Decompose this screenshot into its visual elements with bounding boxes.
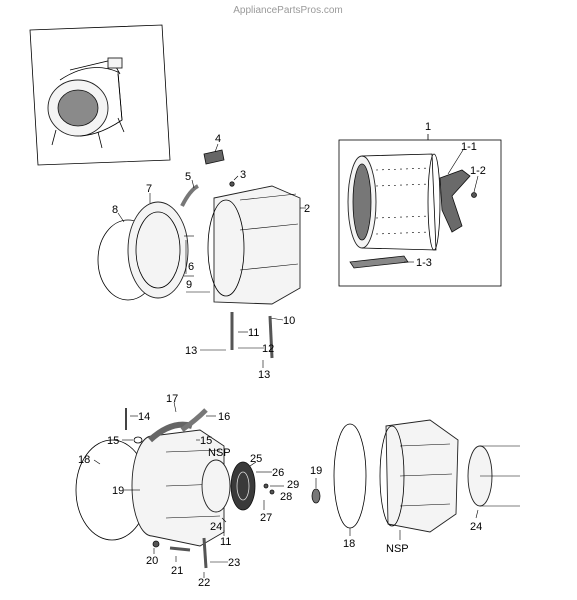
- callout-18-a: 18: [78, 454, 90, 466]
- drum-inset-frame: [338, 139, 502, 287]
- callout-14: 14: [138, 411, 150, 423]
- callout-29: 29: [287, 479, 299, 491]
- service-tub-assembly: 19 18 NSP 24: [310, 419, 520, 555]
- callout-1-1: 1-1: [461, 141, 477, 153]
- callout-5: 5: [185, 171, 191, 183]
- callout-23: 23: [228, 557, 240, 569]
- callout-13-a: 13: [185, 345, 197, 357]
- callout-1: 1: [425, 121, 431, 133]
- callout-28: 28: [280, 491, 292, 503]
- callout-18-b: 18: [343, 538, 355, 550]
- callout-24-a: 24: [210, 521, 222, 533]
- callout-9: 9: [186, 279, 192, 291]
- callout-21: 21: [171, 565, 183, 577]
- callout-24-b: 24: [470, 521, 482, 533]
- callout-27: 27: [260, 512, 272, 524]
- callout-26: 26: [272, 467, 284, 479]
- callout-3: 3: [240, 169, 246, 181]
- callout-6: 6: [188, 261, 194, 273]
- callout-15-b: 15: [200, 435, 212, 447]
- watermark: AppliancePartsPros.com: [233, 5, 343, 16]
- callout-19-a: 19: [112, 485, 124, 497]
- callout-19-b: 19: [310, 465, 322, 477]
- nsp-label-b: NSP: [386, 543, 409, 555]
- callout-11: 11: [248, 327, 259, 339]
- callout-2: 2: [304, 203, 310, 215]
- callout-17: 17: [166, 393, 178, 405]
- tub-rear-assembly: 18 19 14 15 15 17 16 NSP 25 26 29: [75, 393, 299, 589]
- tub-front-assembly: 8 7 2 3 4 5 6 9 10: [97, 133, 310, 381]
- callout-7: 7: [146, 183, 152, 195]
- callout-12: 12: [262, 343, 274, 355]
- callout-8: 8: [112, 204, 118, 216]
- callout-4: 4: [215, 133, 221, 145]
- nsp-label-a: NSP: [208, 447, 231, 459]
- callout-1-3: 1-3: [416, 257, 432, 269]
- callout-15-a: 15: [107, 435, 119, 447]
- callout-22: 22: [198, 577, 210, 589]
- callout-1-2: 1-2: [470, 165, 486, 177]
- callout-25: 25: [250, 453, 262, 465]
- callout-10: 10: [283, 315, 295, 327]
- callout-16: 16: [218, 411, 230, 423]
- callout-20: 20: [146, 555, 158, 567]
- assembled-tub-inset: [29, 24, 171, 166]
- callout-11-b: 11: [220, 536, 231, 548]
- drum-inset: 1 1-1 1-2 1-3: [338, 121, 502, 287]
- callout-13-b: 13: [258, 369, 270, 381]
